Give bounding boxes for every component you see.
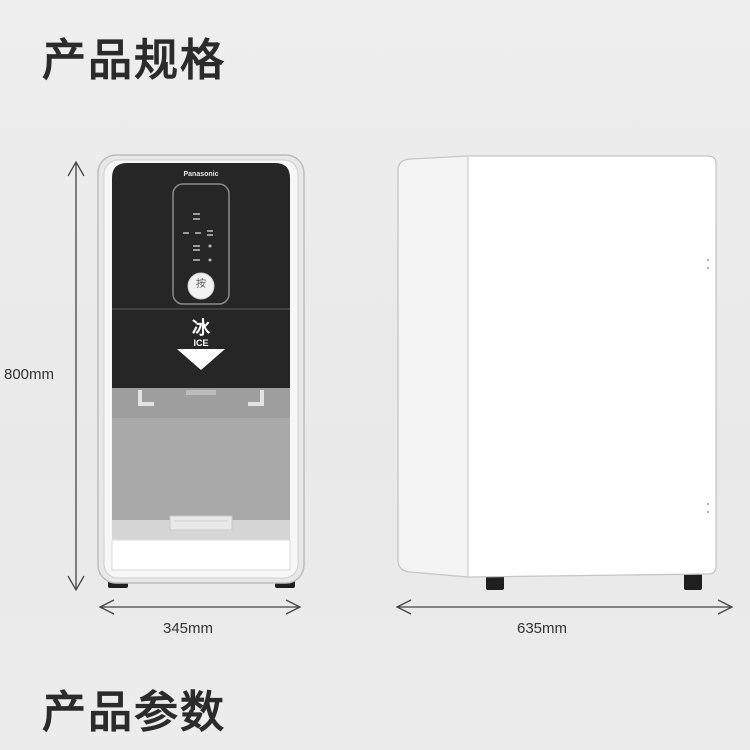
depth-dimension-label: 635mm <box>517 620 568 637</box>
front-base <box>111 539 291 571</box>
width-dimension-label: 345mm <box>163 620 214 637</box>
side-view-machine <box>397 155 717 590</box>
nozzle-left <box>138 390 154 406</box>
width-dimension-arrow <box>98 599 302 615</box>
ice-en-label: ICE <box>193 338 208 348</box>
button-char: 按 <box>196 277 206 290</box>
params-heading: 产品参数 <box>42 687 226 738</box>
height-dimension-arrow <box>67 160 85 592</box>
depth-dimension-arrow <box>395 599 734 615</box>
brand-logo: Panasonic <box>183 171 218 178</box>
height-dimension-label: 800mm <box>4 366 55 383</box>
drip-tray <box>169 515 233 531</box>
down-arrow-icon <box>177 349 225 370</box>
dispense-button-icon <box>187 272 215 300</box>
side-body <box>467 155 717 578</box>
specs-heading: 产品规格 <box>42 35 226 86</box>
control-panel <box>172 183 230 305</box>
nozzle-right <box>248 390 264 406</box>
front-view-machine: 按 Panasonic 冰 ICE <box>97 154 305 588</box>
side-foot-right <box>684 572 702 590</box>
side-front-edge <box>397 155 469 578</box>
ice-cn-label: 冰 <box>192 317 211 339</box>
